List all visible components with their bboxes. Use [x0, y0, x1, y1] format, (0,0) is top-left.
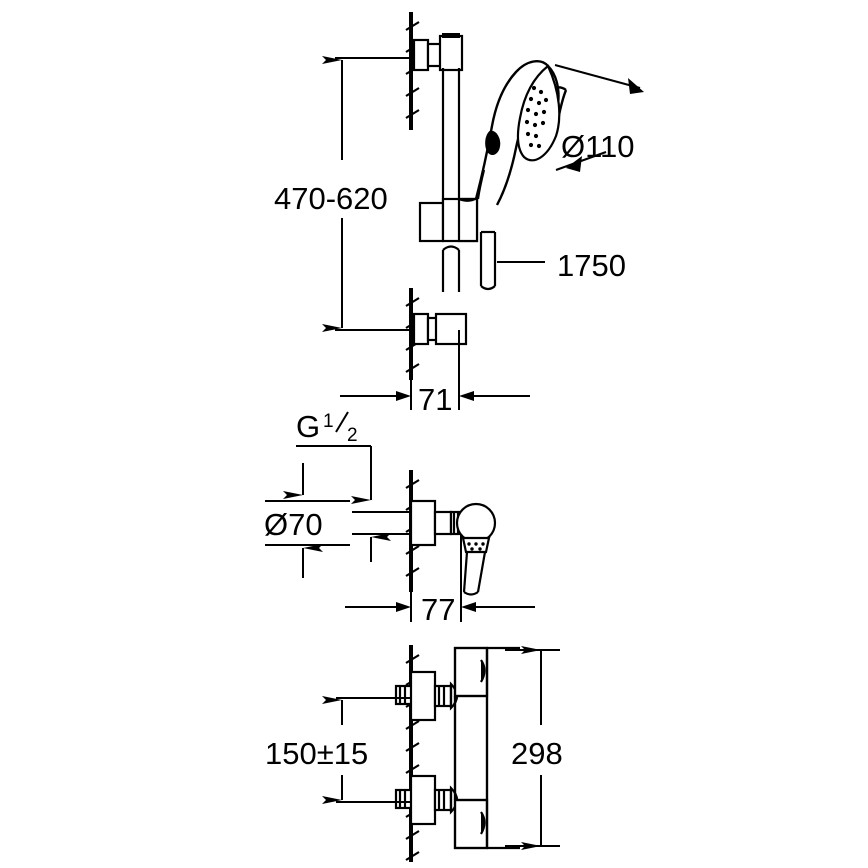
rail-bottom-bracket [412, 312, 468, 346]
shower-hose [479, 230, 497, 291]
label-thread-numerator: 1 [323, 411, 334, 432]
union-flange [409, 499, 463, 547]
spray-nozzles [524, 85, 549, 149]
wall-line-upper [405, 12, 420, 130]
mixer-inlet-lower [394, 774, 459, 826]
dim-union-offset [345, 534, 535, 622]
shower-rail-tube [441, 68, 461, 292]
label-head-diameter: Ø110 [561, 129, 635, 164]
label-flange-diameter: Ø70 [264, 507, 323, 542]
label-hose-length: 1750 [557, 248, 626, 283]
dim-rail-offset [340, 330, 530, 410]
union-ball-joint [455, 502, 497, 596]
label-thread-size: G 1 2 [296, 409, 358, 446]
dim-rail-height [322, 56, 411, 332]
rail-slider-holder [418, 197, 479, 243]
label-thread-letter: G [296, 409, 320, 444]
mixer-inlet-upper [394, 670, 459, 722]
dim-thread-leader [296, 445, 372, 470]
label-thread-denominator: 2 [347, 425, 358, 446]
shower-rail-assembly [322, 12, 644, 410]
label-inlet-spacing: 150±15 [265, 736, 368, 771]
mixer-body [453, 646, 520, 850]
label-rail-offset: 71 [418, 382, 452, 417]
label-rail-height: 470-620 [274, 181, 388, 216]
dim-flange-diameter [265, 463, 350, 578]
dim-union-inner [351, 470, 411, 562]
hand-shower-head [474, 60, 568, 206]
wall-union-assembly [265, 445, 535, 622]
dim-head-diameter-leaders [554, 64, 644, 172]
dim-inlet-spacing [322, 696, 411, 804]
label-union-offset: 77 [421, 592, 455, 627]
label-mixer-width: 298 [511, 736, 563, 771]
thermostatic-mixer-assembly [322, 645, 560, 862]
dim-mixer-width [505, 646, 560, 850]
rail-top-bracket [412, 33, 464, 72]
